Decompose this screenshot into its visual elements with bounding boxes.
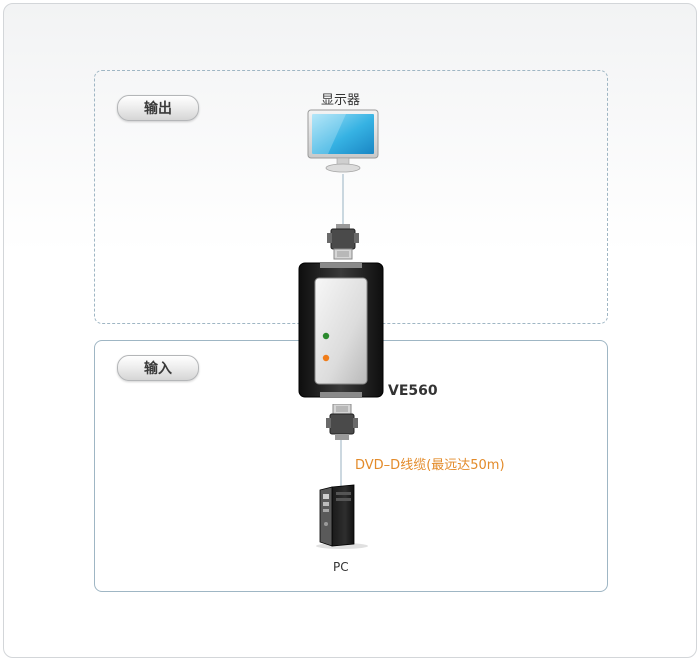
device-model-label: VE560: [388, 383, 438, 399]
extender-device-icon: [298, 262, 384, 398]
link-led: [322, 354, 330, 362]
pc-label: PC: [333, 560, 349, 574]
power-led: [322, 332, 330, 340]
output-zone-label: 输出: [117, 95, 199, 121]
cable-label: DVD–D线缆(最远达50m): [355, 458, 505, 473]
monitor-icon: [307, 109, 379, 173]
monitor-label: 显示器: [321, 93, 361, 108]
pc-tower-icon: [316, 484, 368, 549]
input-zone-label: 输入: [117, 355, 199, 381]
dvi-connector-icon: [326, 404, 358, 440]
dvi-connector-icon: [327, 224, 359, 260]
